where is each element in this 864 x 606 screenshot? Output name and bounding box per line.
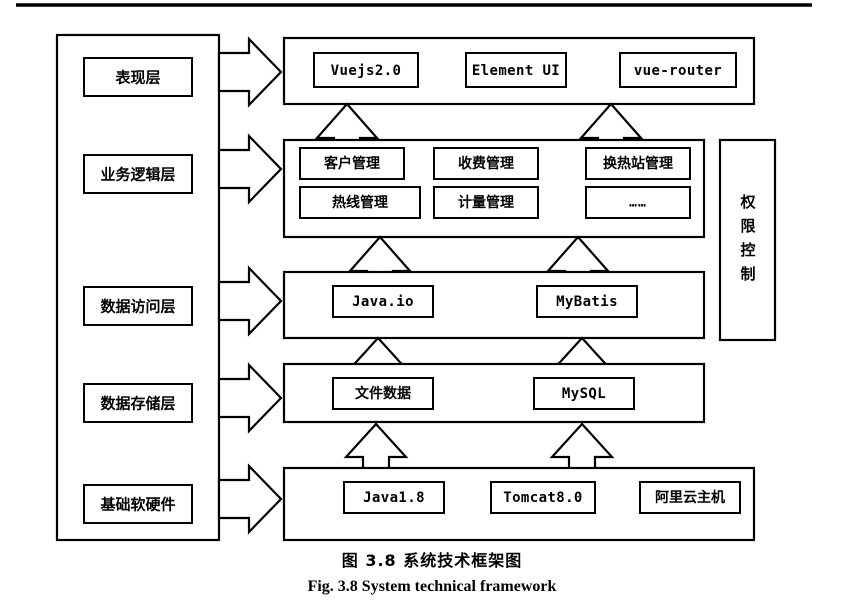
figure-caption-chinese: 图 3.8 系统技术框架图	[341, 551, 523, 570]
permission-control-panel[interactable]	[718, 138, 777, 342]
layer-label-presentation: 表现层	[115, 69, 160, 87]
module-box-metering-mgmt[interactable]	[433, 186, 539, 219]
module-label-more-ellipsis: ……	[629, 196, 647, 211]
module-box-hotline-mgmt[interactable]	[299, 186, 421, 219]
arrow-right-data-access	[217, 265, 283, 337]
arrow-up-infra-to-storage-right	[549, 422, 615, 472]
storage-box-mysql[interactable]	[533, 377, 635, 410]
layer-box-presentation[interactable]	[83, 57, 193, 97]
storage-label-file-data: 文件数据	[355, 385, 411, 402]
permission-control-char-4: 制	[740, 265, 755, 283]
tech-label-mybatis: MyBatis	[556, 294, 618, 310]
infra-box-java18[interactable]	[343, 481, 445, 514]
module-label-charging-mgmt: 收费管理	[458, 155, 514, 172]
module-box-heat-station-mgmt[interactable]	[585, 147, 691, 180]
tech-box-element-ui[interactable]	[465, 52, 567, 88]
permission-control-char-1: 权	[739, 193, 756, 211]
infra-label-aliyun-host: 阿里云主机	[655, 489, 725, 506]
arrow-up-infra-to-storage-left	[343, 422, 409, 472]
infra-label-tomcat80: Tomcat8.0	[503, 490, 582, 506]
module-box-customer-mgmt[interactable]	[299, 147, 405, 180]
layer-label-data-access: 数据访问层	[100, 298, 175, 316]
tech-box-vuejs[interactable]	[313, 52, 419, 88]
permission-control-char-2: 限	[740, 217, 755, 235]
infra-box-tomcat80[interactable]	[490, 481, 596, 514]
module-box-more-ellipsis[interactable]	[585, 186, 691, 219]
tech-box-mybatis[interactable]	[536, 285, 638, 318]
module-label-customer-mgmt: 客户管理	[323, 155, 380, 172]
layer-label-infrastructure: 基础软硬件	[99, 496, 175, 514]
arrow-right-data-storage	[217, 362, 283, 434]
layer-box-data-access[interactable]	[83, 286, 193, 326]
module-box-charging-mgmt[interactable]	[433, 147, 539, 180]
layer-label-data-storage: 数据存储层	[100, 395, 175, 413]
layer-box-data-storage[interactable]	[83, 383, 193, 423]
arrow-right-business	[217, 133, 283, 205]
tech-label-vuejs: Vuejs2.0	[331, 63, 402, 79]
layer-label-business-logic: 业务逻辑层	[100, 166, 175, 184]
storage-label-mysql: MySQL	[562, 386, 606, 402]
layer-box-business-logic[interactable]	[83, 154, 193, 194]
infra-label-java18: Java1.8	[363, 490, 425, 506]
module-label-hotline-mgmt: 热线管理	[332, 194, 388, 211]
tech-label-java-io: Java.io	[352, 294, 414, 310]
layer-box-infrastructure[interactable]	[83, 484, 193, 524]
tech-box-vue-router[interactable]	[619, 52, 737, 88]
storage-box-file-data[interactable]	[332, 377, 434, 410]
figure-caption-english: Fig. 3.8 System technical framework	[307, 578, 557, 595]
tech-label-element-ui: Element UI	[472, 63, 560, 79]
infra-box-aliyun-host[interactable]	[639, 481, 741, 514]
figure-caption: 图 3.8 系统技术框架图 Fig. 3.8 System technical …	[0, 548, 864, 600]
tech-box-java-io[interactable]	[332, 285, 434, 318]
tech-label-vue-router: vue-router	[634, 63, 722, 79]
arrow-right-infrastructure	[217, 463, 283, 535]
module-label-heat-station-mgmt: 换热站管理	[603, 155, 673, 172]
module-label-metering-mgmt: 计量管理	[458, 194, 514, 211]
permission-control-char-3: 控	[740, 241, 755, 259]
arrow-right-presentation	[217, 36, 283, 108]
